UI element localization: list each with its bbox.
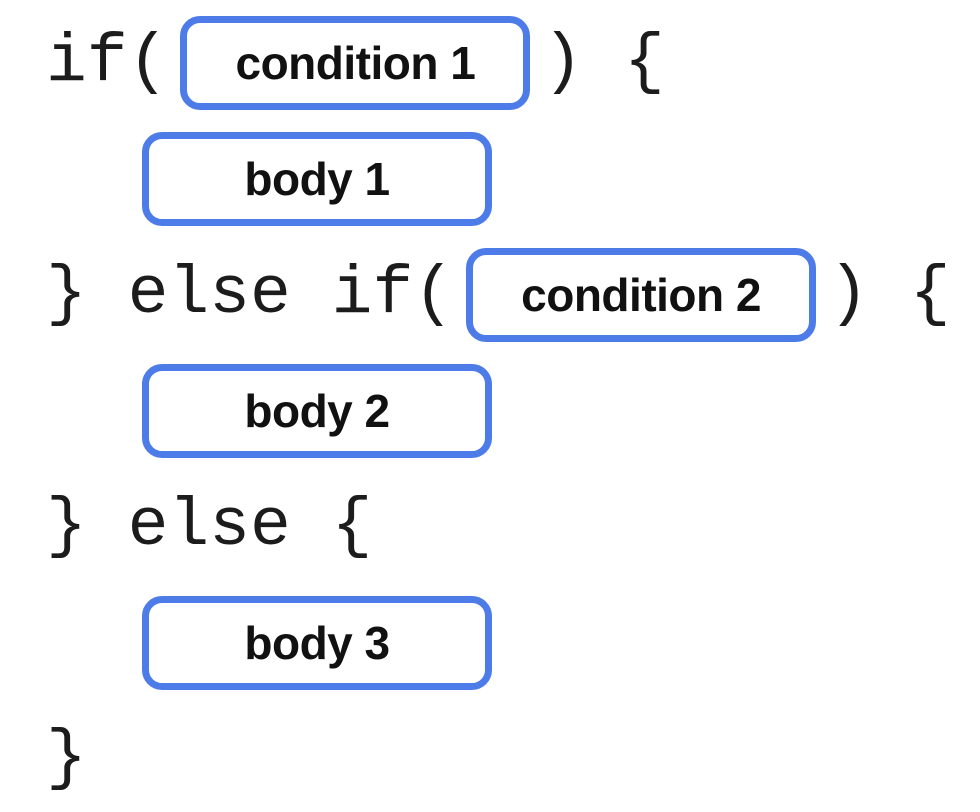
if-open-keyword: if( [46,24,169,101]
closing-brace: } [46,720,87,797]
body-3-slot: body 3 [142,596,492,690]
condition-2-label: condition 2 [521,269,761,321]
code-line-body-2: body 2 [46,360,980,462]
code-line-closing-brace: } [46,708,980,810]
code-line-body-1: body 1 [46,128,980,230]
body-3-label: body 3 [244,617,390,669]
body-1-slot: body 1 [142,132,492,226]
body-2-label: body 2 [244,385,390,437]
condition-1-slot: condition 1 [180,16,531,110]
code-line-else-if: } else if( condition 2 ) { [46,244,980,346]
else-if-open-keyword: } else if( [46,256,455,333]
body-2-slot: body 2 [142,364,492,458]
body-1-label: body 1 [244,153,390,205]
if-close-paren-brace: ) { [542,24,665,101]
condition-2-slot: condition 2 [466,248,817,342]
code-line-if: if( condition 1 ) { [46,12,980,114]
condition-1-label: condition 1 [235,37,476,89]
else-if-close-paren-brace: ) { [828,256,951,333]
code-line-else: } else { [46,476,980,578]
else-keyword: } else { [46,488,373,565]
code-line-body-3: body 3 [46,592,980,694]
